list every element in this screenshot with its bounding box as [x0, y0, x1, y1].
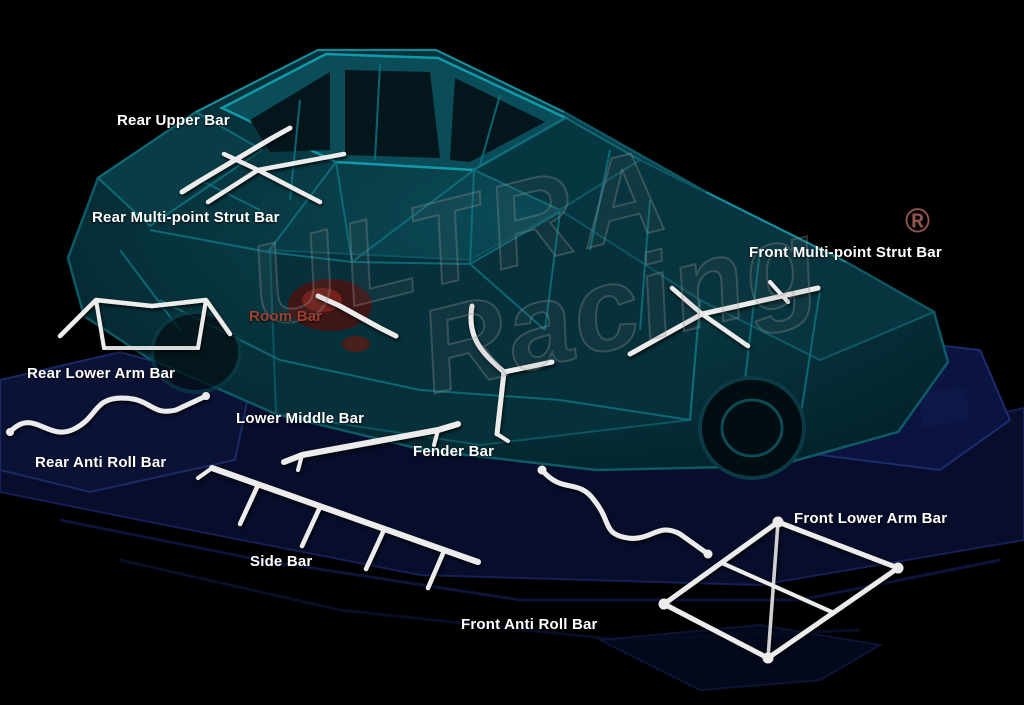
room-bar-graphic — [315, 293, 399, 339]
label-rear-lower-arm-bar: Rear Lower Arm Bar — [27, 365, 176, 382]
registered-trademark-icon: ® — [905, 202, 931, 240]
label-rear-anti-roll-bar: Rear Anti Roll Bar — [35, 454, 167, 471]
label-rear-multi-point-strut-bar: Rear Multi-point Strut Bar — [92, 209, 280, 226]
front-multi-point-strut-bar-graphic — [627, 280, 821, 357]
rear-lower-arm-bar-graphic — [57, 297, 233, 350]
label-lower-middle-bar: Lower Middle Bar — [236, 410, 365, 427]
front-anti-roll-bar-graphic — [537, 465, 713, 559]
label-front-anti-roll-bar: Front Anti Roll Bar — [461, 616, 598, 633]
car-body-graphic — [66, 48, 950, 480]
label-front-multi-point-strut-bar: Front Multi-point Strut Bar — [749, 244, 942, 261]
rear-multi-point-strut-bar-graphic — [205, 151, 347, 205]
front-lower-arm-bar-graphic — [658, 516, 904, 664]
label-side-bar: Side Bar — [250, 553, 313, 570]
lower-middle-bar-graphic — [281, 421, 461, 472]
rear-anti-roll-bar-graphic — [6, 392, 210, 436]
fender-bar-graphic — [468, 303, 555, 443]
label-front-lower-arm-bar: Front Lower Arm Bar — [794, 510, 948, 527]
label-room-bar: Room Bar — [249, 308, 323, 325]
side-bar-graphic — [196, 465, 481, 591]
label-rear-upper-bar: Rear Upper Bar — [117, 112, 230, 129]
label-fender-bar: Fender Bar — [413, 443, 495, 460]
